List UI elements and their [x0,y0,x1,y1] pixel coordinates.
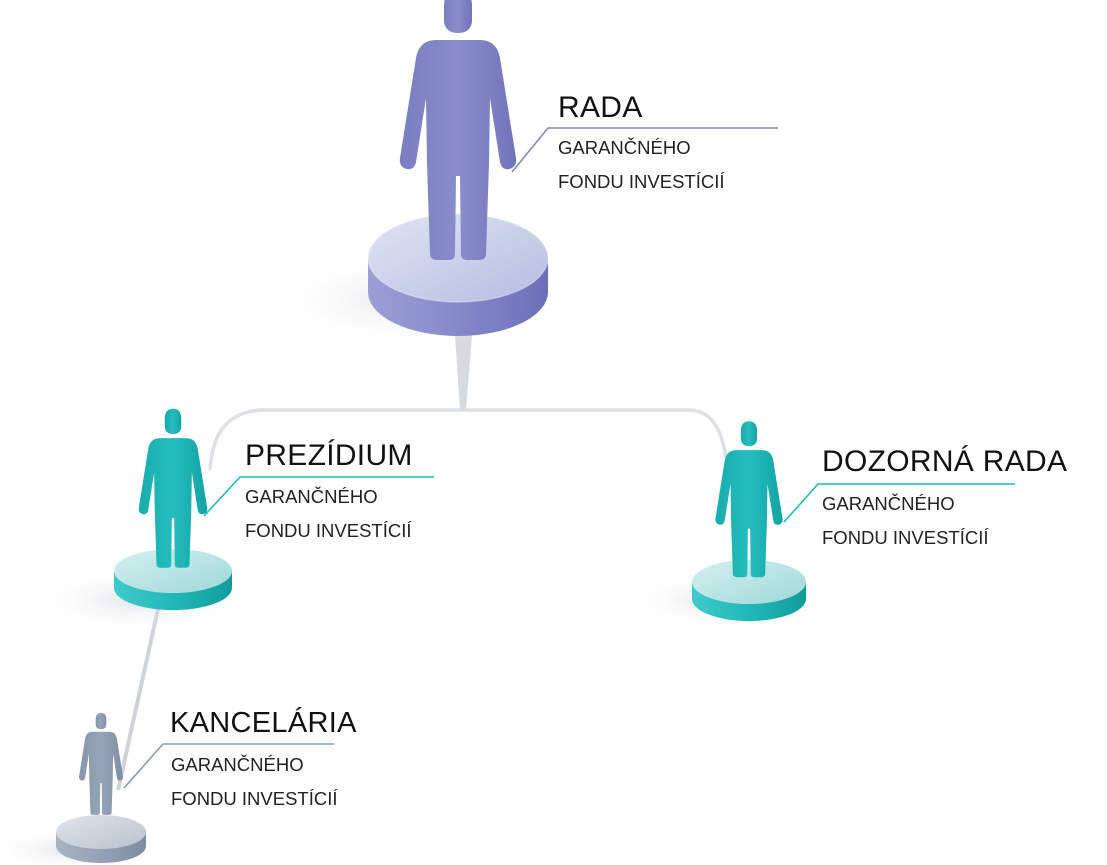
connector-prezidium-kancelaria [116,599,162,791]
node-subtitle-line1: GARANČNÉHO [245,486,378,507]
node-title: PREZÍDIUM [245,439,413,472]
person-icon [79,712,123,815]
connector-lines [116,335,728,791]
pedestal-icon [114,549,232,610]
label-rada: RADA GARANČNÉHO FONDU INVESTÍCIÍ [511,91,778,192]
label-pointer [203,476,434,517]
label-pointer [511,127,778,173]
node-prezidium[interactable]: PREZÍDIUM GARANČNÉHO FONDU INVESTÍCIÍ [114,408,434,610]
pedestal-icon [692,560,806,621]
node-subtitle-line2: FONDU INVESTÍCIÍ [558,171,725,192]
person-icon [138,408,208,568]
node-title: RADA [558,91,643,124]
node-rada[interactable]: RADA GARANČNÉHO FONDU INVESTÍCIÍ [367,0,778,336]
node-subtitle-line2: FONDU INVESTÍCIÍ [822,527,989,548]
node-title: KANCELÁRIA [170,706,357,739]
label-pointer [123,743,334,789]
label-pointer [783,483,1015,523]
node-subtitle-line2: FONDU INVESTÍCIÍ [245,520,412,541]
node-kancelaria[interactable]: KANCELÁRIA GARANČNÉHO FONDU INVESTÍCIÍ [56,706,357,863]
node-dozorna-rada[interactable]: DOZORNÁ RADA GARANČNÉHO FONDU INVESTÍCIÍ [692,421,1067,621]
node-subtitle-line1: GARANČNÉHO [171,754,304,775]
pedestal-icon [367,213,549,336]
node-subtitle-line1: GARANČNÉHO [558,137,691,158]
node-title: DOZORNÁ RADA [822,445,1067,478]
label-prezidium: PREZÍDIUM GARANČNÉHO FONDU INVESTÍCIÍ [203,439,434,541]
node-subtitle-line1: GARANČNÉHO [822,493,955,514]
label-dozorna-rada: DOZORNÁ RADA GARANČNÉHO FONDU INVESTÍCIÍ [783,445,1067,548]
node-subtitle-line2: FONDU INVESTÍCIÍ [171,788,338,809]
person-icon [715,421,783,578]
connector-branch [208,408,728,471]
label-kancelaria: KANCELÁRIA GARANČNÉHO FONDU INVESTÍCIÍ [123,706,357,809]
pedestal-icon [56,815,146,863]
connector-rada-stem [455,335,472,410]
